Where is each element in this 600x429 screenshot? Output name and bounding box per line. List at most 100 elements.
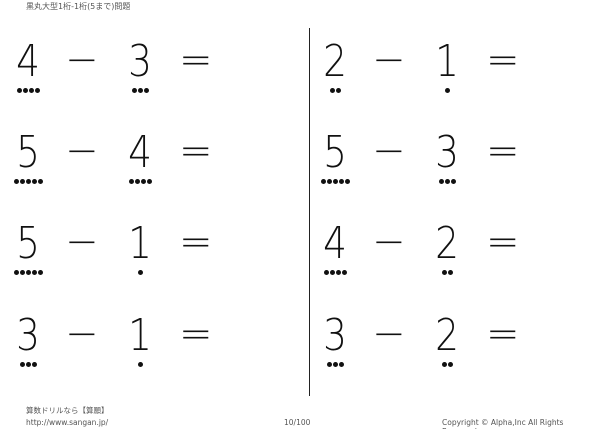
dot — [37, 270, 43, 275]
minus-sign: − — [65, 37, 99, 83]
dot — [25, 270, 31, 275]
number-a: 5 — [323, 127, 347, 178]
number-a: 5 — [16, 218, 40, 269]
minus-sign: − — [65, 128, 99, 174]
dot — [320, 179, 326, 184]
problem: 5−1 = — [13, 219, 233, 289]
dot-group — [320, 179, 350, 184]
dot — [31, 362, 37, 367]
dot-group — [323, 270, 347, 275]
problem: 5−3= — [320, 128, 540, 198]
dot — [438, 179, 444, 184]
number-a: 3 — [16, 310, 40, 361]
dot — [19, 179, 25, 184]
dot — [335, 270, 341, 275]
dot — [34, 88, 40, 93]
minus-sign: − — [372, 37, 406, 83]
dot — [450, 179, 456, 184]
minus-sign: − — [65, 219, 99, 265]
dot — [131, 88, 137, 93]
dot-group — [441, 270, 453, 275]
dot — [140, 179, 146, 184]
dot — [146, 179, 152, 184]
dot-group — [441, 362, 453, 367]
dot — [13, 179, 19, 184]
page-number: 10/100 — [284, 418, 311, 427]
dot — [447, 362, 453, 367]
number-b: 3 — [435, 127, 459, 178]
equals-sign: = — [179, 311, 213, 357]
minus-sign: − — [372, 311, 406, 357]
number-a: 4 — [16, 36, 40, 87]
equals-sign: = — [179, 219, 213, 265]
dot — [444, 88, 450, 93]
dot-group — [137, 362, 143, 367]
number-b: 1 — [128, 218, 152, 269]
dot-group — [137, 270, 143, 275]
dot — [323, 270, 329, 275]
dot — [143, 88, 149, 93]
equals-sign: = — [179, 128, 213, 174]
problem: 2−1= — [320, 37, 540, 107]
column-divider — [309, 28, 310, 396]
number-b: 3 — [128, 36, 152, 87]
dot — [326, 179, 332, 184]
dot — [326, 362, 332, 367]
problem: 4−3= — [13, 37, 233, 107]
dot — [332, 179, 338, 184]
number-b: 2 — [435, 310, 459, 361]
number-a: 5 — [16, 127, 40, 178]
dot — [134, 179, 140, 184]
number-b: 4 — [128, 127, 152, 178]
dot-group — [13, 179, 43, 184]
problem: 5−4 = — [13, 128, 233, 198]
problem: 4−2 = — [320, 219, 540, 289]
dot — [25, 179, 31, 184]
equals-sign: = — [486, 128, 520, 174]
dot — [341, 270, 347, 275]
minus-sign: − — [65, 311, 99, 357]
dot — [137, 270, 143, 275]
dot-group — [329, 88, 341, 93]
number-b: 1 — [435, 36, 459, 87]
dot — [28, 88, 34, 93]
equals-sign: = — [486, 219, 520, 265]
dot — [329, 88, 335, 93]
dot — [37, 179, 43, 184]
problem: 3−1 = — [13, 311, 233, 381]
dot-group — [19, 362, 37, 367]
number-a: 2 — [323, 36, 347, 87]
dot-group — [438, 179, 456, 184]
footer-url[interactable]: http://www.sangan.jp/ — [26, 418, 109, 427]
dot-group — [16, 88, 40, 93]
dot — [447, 270, 453, 275]
dot — [19, 270, 25, 275]
number-b: 1 — [128, 310, 152, 361]
dot — [19, 362, 25, 367]
dot — [335, 88, 341, 93]
dot-group — [128, 179, 152, 184]
copyright: Copyright © Alpha,Inc All Rights Reserve… — [442, 418, 564, 429]
dot — [137, 88, 143, 93]
dot — [13, 270, 19, 275]
worksheet-title: 黒丸大型1桁-1桁(5まで)問題 — [26, 2, 131, 11]
dot — [329, 270, 335, 275]
dot — [16, 88, 22, 93]
minus-sign: − — [372, 219, 406, 265]
number-b: 2 — [435, 218, 459, 269]
dot — [338, 362, 344, 367]
dot — [22, 88, 28, 93]
dot — [441, 270, 447, 275]
dot-group — [13, 270, 43, 275]
equals-sign: = — [486, 311, 520, 357]
dot — [332, 362, 338, 367]
dot-group — [444, 88, 450, 93]
dot-group — [326, 362, 344, 367]
dot — [444, 179, 450, 184]
dot — [128, 179, 134, 184]
problem: 3−2= — [320, 311, 540, 381]
dot — [441, 362, 447, 367]
number-a: 4 — [323, 218, 347, 269]
dot — [31, 179, 37, 184]
